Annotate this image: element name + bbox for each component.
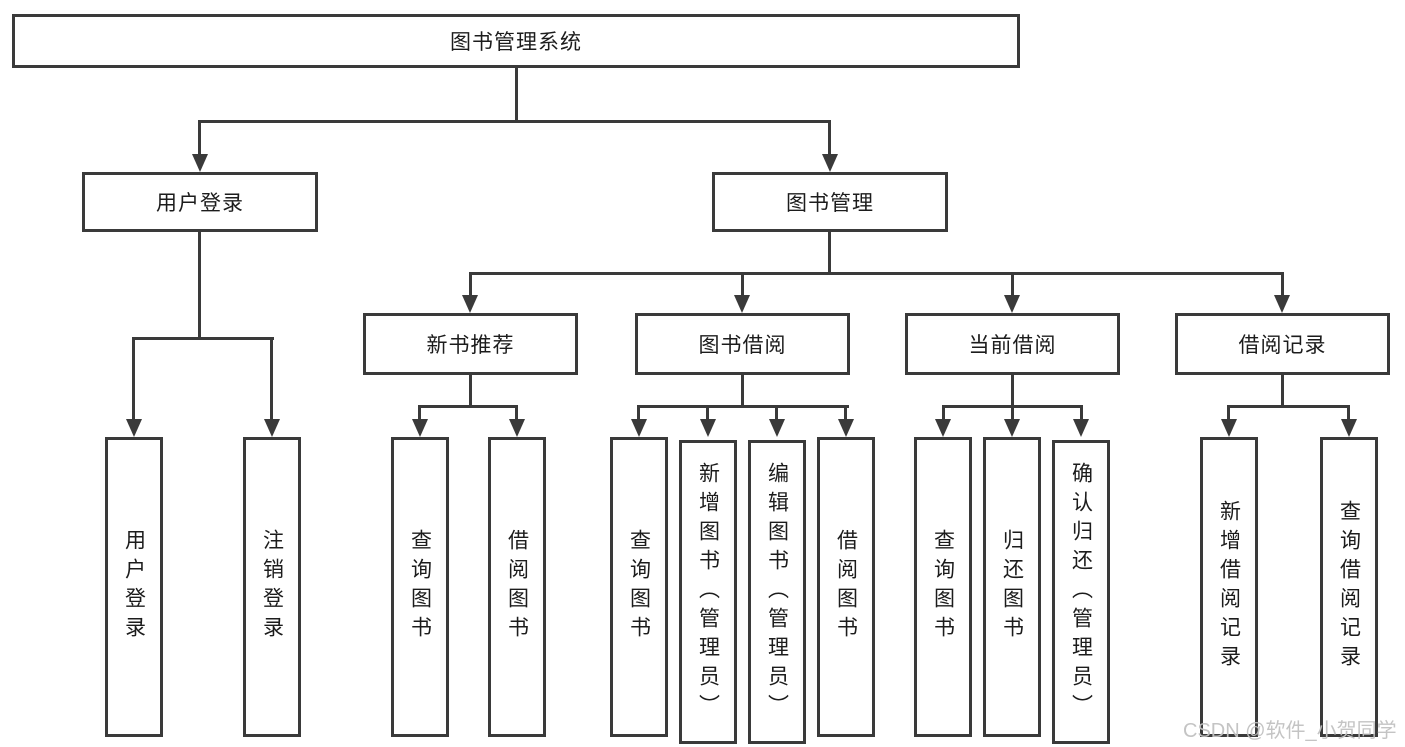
connector-vline (637, 405, 640, 421)
arrowhead-icon (734, 295, 750, 313)
arrowhead-icon (264, 419, 280, 437)
arrowhead-icon (509, 419, 525, 437)
leaf-label: 新增图书（管理员） (696, 461, 720, 723)
connector-vline (469, 272, 472, 299)
connector-vline (469, 375, 472, 408)
leaf-query-books-current: 查询图书 (914, 437, 972, 737)
connector-vline (198, 232, 201, 337)
node-label: 借阅记录 (1238, 334, 1327, 357)
node-new-book-recommend: 新书推荐 (363, 313, 578, 375)
leaf-confirm-return-admin: 确认归还（管理员） (1052, 440, 1110, 744)
arrowhead-icon (838, 419, 854, 437)
connector-vline (132, 337, 135, 421)
connector-vline (741, 272, 744, 299)
leaf-label: 借阅图书 (834, 529, 858, 645)
arrowhead-icon (412, 419, 428, 437)
leaf-logout: 注销登录 (243, 437, 301, 737)
connector-vline (1011, 272, 1014, 299)
node-label: 图书借阅 (698, 334, 787, 357)
leaf-label: 编辑图书（管理员） (765, 461, 789, 723)
leaf-query-books-recommend: 查询图书 (391, 437, 449, 737)
arrowhead-icon (126, 419, 142, 437)
connector-hline (1228, 405, 1350, 408)
leaf-return-books: 归还图书 (983, 437, 1041, 737)
connector-vline (1011, 405, 1014, 421)
leaf-label: 用户登录 (122, 529, 146, 645)
arrowhead-icon (1221, 419, 1237, 437)
arrowhead-icon (1004, 419, 1020, 437)
node-book-management: 图书管理 (712, 172, 948, 232)
arrowhead-icon (1073, 419, 1089, 437)
leaf-add-books-admin: 新增图书（管理员） (679, 440, 737, 744)
arrowhead-icon (1004, 295, 1020, 313)
leaf-query-books-borrow: 查询图书 (610, 437, 668, 737)
arrowhead-icon (769, 419, 785, 437)
node-label: 图书管理系统 (450, 31, 582, 54)
node-book-borrowing: 图书借阅 (635, 313, 850, 375)
node-label: 用户登录 (156, 192, 244, 215)
leaf-label: 查询图书 (408, 529, 432, 645)
connector-vline (1227, 405, 1230, 421)
connector-vline (198, 120, 201, 156)
connector-vline (1011, 375, 1014, 408)
connector-vline (1347, 405, 1350, 421)
connector-hline (199, 120, 831, 123)
connector-vline (418, 405, 421, 421)
leaf-label: 归还图书 (1000, 529, 1024, 645)
leaf-query-borrow-record: 查询借阅记录 (1320, 437, 1378, 737)
arrowhead-icon (1341, 419, 1357, 437)
leaf-edit-books-admin: 编辑图书（管理员） (748, 440, 806, 744)
connector-hline (638, 405, 849, 408)
connector-vline (844, 405, 847, 421)
arrowhead-icon (822, 154, 838, 172)
connector-vline (741, 375, 744, 408)
leaf-borrow-books: 借阅图书 (817, 437, 875, 737)
connector-vline (942, 405, 945, 421)
leaf-user-login: 用户登录 (105, 437, 163, 737)
leaf-add-borrow-record: 新增借阅记录 (1200, 437, 1258, 737)
leaf-label: 查询图书 (627, 529, 651, 645)
arrowhead-icon (1274, 295, 1290, 313)
connector-vline (1281, 272, 1284, 299)
node-label: 当前借阅 (968, 334, 1057, 357)
connector-vline (828, 120, 831, 156)
leaf-borrow-books-recommend: 借阅图书 (488, 437, 546, 737)
connector-vline (1080, 405, 1083, 421)
leaf-label: 借阅图书 (505, 529, 529, 645)
leaf-label: 确认归还（管理员） (1069, 461, 1093, 723)
leaf-label: 新增借阅记录 (1217, 500, 1241, 674)
arrowhead-icon (700, 419, 716, 437)
arrowhead-icon (631, 419, 647, 437)
connector-vline (1281, 375, 1284, 408)
connector-vline (775, 405, 778, 421)
node-label: 新书推荐 (426, 334, 515, 357)
leaf-label: 查询图书 (931, 529, 955, 645)
connector-hline (469, 272, 1284, 275)
connector-vline (515, 68, 518, 121)
node-borrowing-records: 借阅记录 (1175, 313, 1390, 375)
leaf-label: 查询借阅记录 (1337, 500, 1361, 674)
connector-vline (515, 405, 518, 421)
connector-vline (706, 405, 709, 421)
connector-vline (828, 232, 831, 275)
watermark: CSDN @软件_小贺同学 (1183, 720, 1397, 742)
connector-hline (419, 405, 518, 408)
connector-hline (133, 337, 274, 340)
node-user-login: 用户登录 (82, 172, 318, 232)
node-library-management-system: 图书管理系统 (12, 14, 1020, 68)
arrowhead-icon (462, 295, 478, 313)
node-label: 图书管理 (786, 192, 874, 215)
node-current-borrowing: 当前借阅 (905, 313, 1120, 375)
leaf-label: 注销登录 (260, 529, 284, 645)
arrowhead-icon (935, 419, 951, 437)
arrowhead-icon (192, 154, 208, 172)
connector-vline (270, 337, 273, 421)
